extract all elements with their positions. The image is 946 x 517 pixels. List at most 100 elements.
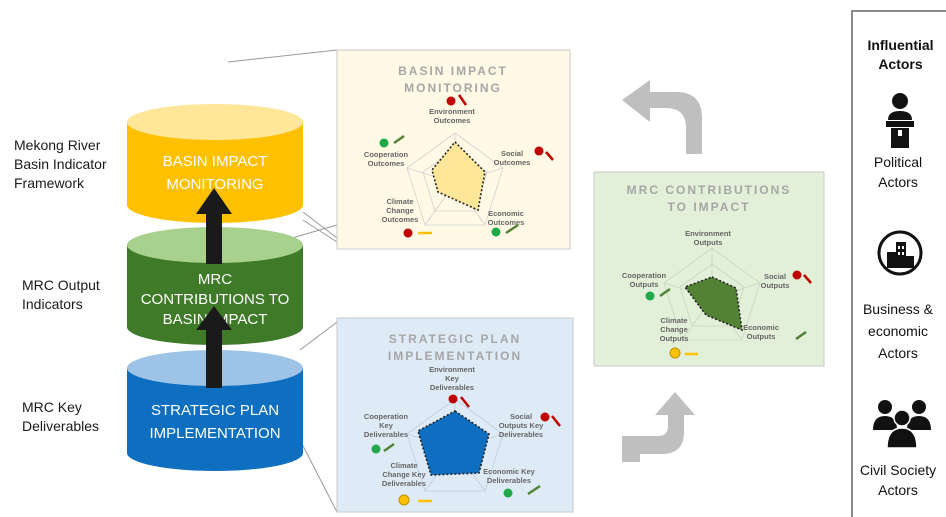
up-arrow-upper [196, 188, 232, 264]
strategic-axis-economic-1: Economic Key [483, 467, 536, 476]
trend-up-arrow-icon [527, 484, 541, 496]
cylinder-bottom-line1: STRATEGIC PLAN [151, 402, 279, 419]
contrib-axis-cooperation-1: Cooperation [622, 271, 667, 280]
cylinder-strategic-plan: STRATEGIC PLAN IMPLEMENTATION [127, 350, 303, 471]
civil-society-people-icon [873, 400, 931, 449]
trend-up-arrow-icon [383, 442, 395, 453]
actor-business-line3: Actors [878, 345, 918, 361]
status-dot-yellow [669, 347, 681, 359]
business-buildings-icon [877, 230, 923, 276]
influential-actors-panel: Influential Actors Political Actors Busi… [851, 10, 946, 517]
contrib-axis-environment-2: Outputs [694, 238, 723, 247]
strategic-title-line2: IMPLEMENTATION [388, 349, 522, 363]
trend-down-arrow-icon [551, 415, 561, 427]
trend-up-arrow-icon [505, 223, 519, 235]
contrib-axis-economic-1: Economic [743, 323, 779, 332]
actors-title-line1: Influential [867, 37, 934, 53]
curved-arrow-up-to-contrib [622, 392, 695, 462]
cylinder-middle-line2: CONTRIBUTIONS TO [141, 291, 290, 308]
contrib-radar-shape [683, 276, 743, 332]
contrib-axis-climate-3: Outputs [660, 334, 689, 343]
status-dot-green [503, 488, 513, 498]
status-dot-green [491, 227, 501, 237]
basin-axis-climate-2: Change [386, 206, 414, 215]
basin-axis-social-1: Social [501, 149, 523, 158]
basin-title-line1: BASIN IMPACT [398, 64, 508, 78]
strategic-axis-environment-1: Environment [429, 365, 475, 374]
strategic-axis-cooperation-1: Cooperation [364, 412, 409, 421]
contrib-axis-climate-1: Climate [660, 316, 687, 325]
basin-axis-economic-1: Economic [488, 209, 524, 218]
trend-up-arrow-icon [795, 330, 807, 341]
status-dot-red [446, 96, 456, 106]
strategic-radar-shape [417, 410, 490, 476]
podium-speaker-icon [886, 93, 914, 148]
strategic-axis-cooperation-3: Deliverables [364, 430, 408, 439]
basin-axis-climate-3: Outcomes [382, 215, 419, 224]
cylinder-mrc-contributions: MRC CONTRIBUTIONS TO BASIN IMPACT [127, 227, 303, 345]
actors-title-line2: Actors [878, 56, 923, 72]
actor-business-line1: Business & [862, 301, 934, 317]
contrib-axis-cooperation-2: Outputs [630, 280, 659, 289]
status-dot-green [371, 444, 381, 454]
framework-label-bottom: MRC Key Deliverables [22, 399, 100, 434]
contrib-axis-social-1: Social [764, 272, 786, 281]
status-dot-red [403, 228, 413, 238]
actor-political-line1: Political [873, 154, 923, 170]
contrib-axis-social-2: Outputs [761, 281, 790, 290]
strategic-axis-social-1: Social [510, 412, 532, 421]
strategic-axis-environment-3: Deliverables [430, 383, 474, 392]
strategic-axis-cooperation-2: Key [379, 421, 394, 430]
panel-mrc-contributions: MRC CONTRIBUTIONS TO IMPACT Environment … [593, 171, 825, 367]
strategic-axis-social-2: Outputs Key [499, 421, 544, 430]
basin-radar-shape [431, 140, 486, 212]
basin-title-line2: MONITORING [404, 81, 502, 95]
trend-down-arrow-icon [545, 151, 554, 161]
trend-down-arrow-icon [803, 274, 812, 284]
contrib-axis-economic-2: Outputs [747, 332, 776, 341]
basin-axis-social-2: Outcomes [494, 158, 531, 167]
actor-political-line2: Actors [878, 174, 918, 190]
strategic-axis-climate-1: Climate [390, 461, 417, 470]
basin-axis-cooperation-1: Cooperation [364, 150, 409, 159]
trend-down-arrow-icon [460, 396, 470, 408]
status-dot-green [645, 291, 655, 301]
actor-civil-line1: Civil Society [859, 462, 937, 478]
contrib-axis-climate-2: Change [660, 325, 688, 334]
trend-up-arrow-icon [393, 134, 405, 145]
status-dot-red [534, 146, 544, 156]
basin-axis-economic-2: Outcomes [488, 218, 525, 227]
basin-axis-climate-1: Climate [386, 197, 413, 206]
strategic-axis-social-3: Deliverables [499, 430, 543, 439]
framework-label-middle: MRC Output Indicators [22, 277, 100, 312]
panel-basin-impact: BASIN IMPACT MONITORING Environment Outc… [336, 49, 571, 250]
basin-axis-environment-1: Environment [429, 107, 475, 116]
cylinder-top-line2: MONITORING [166, 176, 263, 193]
trend-down-arrow-icon [457, 94, 468, 106]
basin-axis-environment-2: Outcomes [434, 116, 471, 125]
status-dot-green [379, 138, 389, 148]
strategic-axis-climate-3: Deliverables [382, 479, 426, 488]
basin-axis-cooperation-2: Outcomes [368, 159, 405, 168]
framework-label-top: Mekong River Basin Indicator Framework [14, 137, 107, 191]
up-arrow-lower [196, 306, 232, 388]
curved-arrow-left-to-basin [622, 80, 702, 154]
strategic-title-line1: STRATEGIC PLAN [389, 332, 521, 346]
actor-business-line2: economic [868, 323, 928, 339]
strategic-axis-climate-2: Change Key [382, 470, 426, 479]
cylinder-top-line1: BASIN IMPACT [163, 153, 268, 170]
contrib-axis-environment-1: Environment [685, 229, 731, 238]
status-dot-red [448, 394, 458, 404]
strategic-axis-economic-2: Deliverables [487, 476, 531, 485]
status-dot-red [540, 412, 550, 422]
status-dot-yellow [398, 494, 410, 506]
status-dot-red [792, 270, 802, 280]
strategic-axis-environment-2: Key [445, 374, 460, 383]
trend-up-arrow-icon [659, 287, 671, 298]
cylinder-bottom-line2: IMPLEMENTATION [149, 425, 280, 442]
panel-strategic-plan: STRATEGIC PLAN IMPLEMENTATION Environmen… [336, 317, 574, 513]
contrib-title-line1: MRC CONTRIBUTIONS [627, 183, 792, 197]
actor-civil-line2: Actors [878, 482, 918, 498]
cylinder-basin-impact: BASIN IMPACT MONITORING [127, 104, 303, 223]
